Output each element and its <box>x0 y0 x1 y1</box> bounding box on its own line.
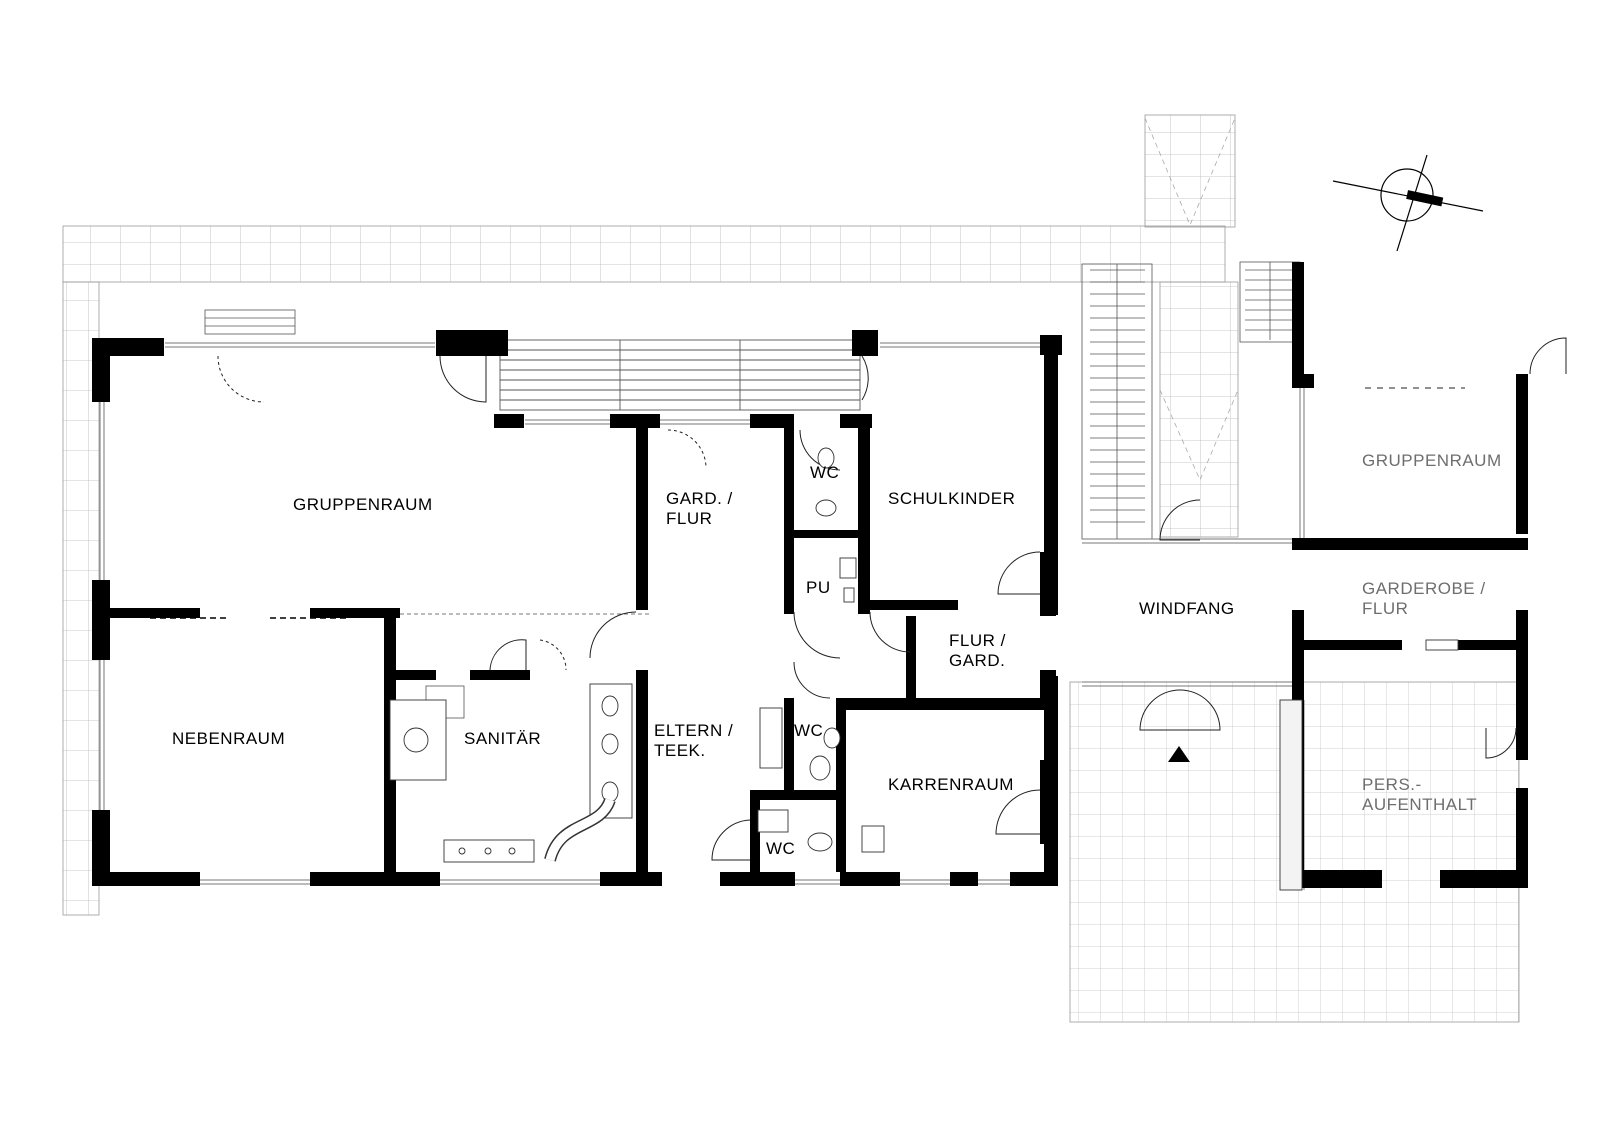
label-gruppenraum-main: GRUPPENRAUM <box>293 495 433 514</box>
room-labels: GRUPPENRAUM NEBENRAUM SANITÄR GARD. / FL… <box>172 451 1502 858</box>
label-sanitaer: SANITÄR <box>464 729 541 748</box>
covered-walkway <box>499 339 861 411</box>
bench <box>204 309 296 335</box>
sanitary-fixtures <box>389 447 1459 891</box>
label-garderobe-line2: FLUR <box>1362 599 1408 618</box>
label-eltern-line1: ELTERN / <box>654 721 733 740</box>
label-gruppenraum-right: GRUPPENRAUM <box>1362 451 1502 470</box>
label-gard-flur-line2: FLUR <box>666 509 712 528</box>
entrance-arrow-icon <box>1168 746 1190 762</box>
label-flur-gard-line2: GARD. <box>949 651 1005 670</box>
label-eltern-line2: TEEK. <box>654 741 706 760</box>
label-wc-top: WC <box>810 463 839 482</box>
label-nebenraum: NEBENRAUM <box>172 729 285 748</box>
label-pers-line1: PERS.- <box>1362 775 1422 794</box>
label-schulkinder: SCHULKINDER <box>888 489 1015 508</box>
label-karrenraum: KARRENRAUM <box>888 775 1014 794</box>
label-pers-line2: AUFENTHALT <box>1362 795 1477 814</box>
label-pu: PU <box>806 578 831 597</box>
label-flur-gard-line1: FLUR / <box>949 631 1006 650</box>
label-windfang: WINDFANG <box>1139 599 1235 618</box>
doors <box>217 337 1567 861</box>
label-garderobe-line1: GARDEROBE / <box>1362 579 1486 598</box>
label-gard-flur-line1: GARD. / <box>666 489 733 508</box>
label-wc-mid: WC <box>794 721 823 740</box>
stairs <box>425 261 1301 719</box>
label-wc-low: WC <box>766 839 795 858</box>
north-arrow-icon <box>1332 154 1484 252</box>
